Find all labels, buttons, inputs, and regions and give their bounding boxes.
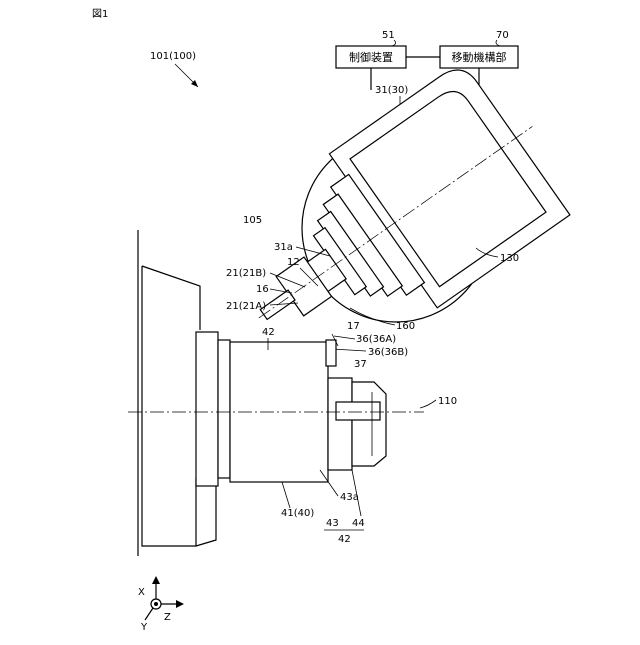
ref-17: 17	[347, 321, 360, 332]
ref-44: 44	[352, 518, 365, 529]
axis-origin-dot	[154, 602, 158, 606]
ref-21b: 21(21B)	[226, 268, 266, 279]
ref-43: 43	[326, 518, 339, 529]
z-axis-label: Z	[164, 612, 171, 623]
x-axis-head	[152, 576, 160, 584]
ref-36a: 36(36A)	[356, 334, 396, 345]
y-axis-arrow	[145, 608, 153, 620]
z-axis-head	[176, 600, 184, 608]
ref-43a-leader	[320, 470, 338, 496]
headstock-plate-1	[196, 332, 218, 486]
ref-42-top: 42	[262, 327, 275, 338]
moving-mechanism-ref: 70	[496, 30, 509, 41]
figure-title: 図1	[92, 8, 108, 20]
ref-37: 37	[354, 359, 367, 370]
ref-130: 130	[500, 253, 519, 264]
ref-36b-leader	[332, 349, 366, 351]
headstock-plate-2	[218, 340, 230, 478]
coordinate-axes: X Z Y	[138, 576, 184, 633]
jaw-block	[328, 378, 352, 470]
workpiece	[352, 382, 386, 466]
ref-41-leader	[282, 482, 290, 508]
ref-36a-leader	[334, 336, 355, 339]
ref-36b: 36(36B)	[368, 347, 408, 358]
machine-bed-outline	[142, 266, 196, 546]
machine-bed-foot	[196, 478, 216, 546]
x-axis-label: X	[138, 587, 145, 598]
ref-43a: 43a	[340, 492, 359, 503]
ref-105: 105	[243, 215, 262, 226]
control-device-box: 制御装置	[336, 46, 406, 68]
machine-label: 101(100)	[150, 51, 196, 62]
machine-bed-top	[142, 266, 200, 330]
ref-41-40: 41(40)	[281, 508, 314, 519]
ref-160: 160	[396, 321, 415, 332]
ref-110: 110	[438, 396, 457, 407]
moving-mechanism-box: 移動機構部	[440, 46, 518, 68]
ref-12: 12	[287, 257, 300, 268]
y-axis-label: Y	[140, 622, 148, 633]
ref-42-bottom: 42	[338, 534, 351, 545]
moving-mechanism-text: 移動機構部	[452, 50, 507, 64]
workpiece-bore	[336, 402, 380, 420]
ref-31a: 31a	[274, 242, 293, 253]
control-device-text: 制御装置	[349, 50, 393, 64]
part-37	[326, 340, 336, 366]
ref-21a: 21(21A)	[226, 301, 266, 312]
control-device-ref: 51	[382, 30, 395, 41]
ref-110-leader	[420, 400, 436, 408]
ref-16: 16	[256, 284, 269, 295]
tool-head-label: 31(30)	[375, 85, 408, 96]
